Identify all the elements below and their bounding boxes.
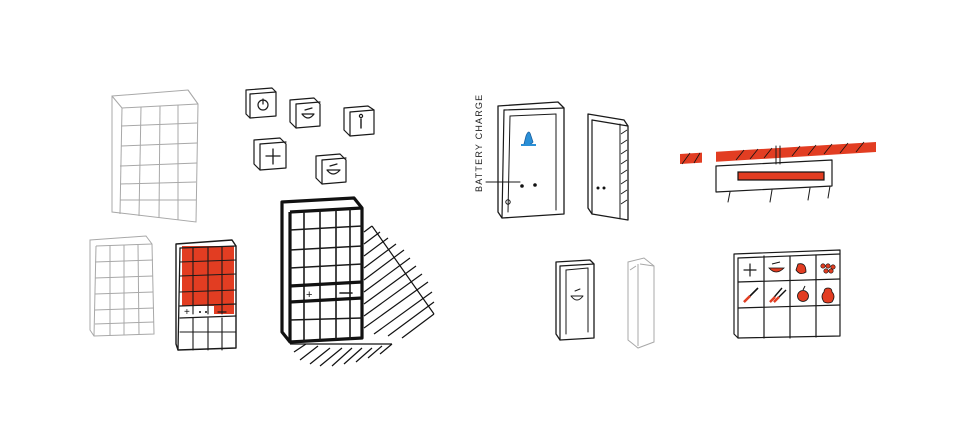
small-door-sketch	[555, 259, 595, 341]
red-cabinet: +	[175, 239, 237, 351]
drop-icon	[521, 131, 536, 146]
cube-icon-bowl	[289, 97, 321, 129]
bowl-icon	[768, 261, 785, 273]
grapes-icon	[820, 263, 836, 274]
battery-door-sketch: BATTERY CHARGE	[474, 94, 565, 219]
pencil-cabinet-small	[89, 235, 155, 337]
plus-icon	[743, 263, 757, 277]
bold-cabinet: +	[280, 196, 364, 344]
person-icon	[358, 113, 364, 129]
bowl-icon	[326, 163, 341, 175]
pepper-icon	[795, 263, 807, 274]
door-sketch	[587, 113, 629, 221]
plus-icon: +	[306, 289, 312, 301]
knives-icon	[769, 287, 787, 303]
plus-icon	[265, 148, 281, 165]
icon-grid-sketch	[733, 249, 841, 339]
red-shelf-section	[680, 141, 876, 203]
apple-icon	[797, 285, 809, 302]
battery-charge-label: BATTERY CHARGE	[474, 94, 484, 192]
pencil-panel	[627, 257, 655, 349]
pear-icon	[821, 287, 835, 304]
bold-cabinet-shadow	[290, 225, 435, 367]
bowl-icon	[301, 107, 315, 119]
cube-icon-bowl-2	[315, 153, 347, 185]
bowl-icon	[570, 288, 584, 301]
cube-icon-person	[343, 105, 375, 137]
pencil-cabinet-large	[111, 89, 199, 223]
power-icon	[257, 98, 269, 111]
cube-icon-power	[245, 87, 277, 119]
plus-icon: +	[184, 307, 190, 318]
cube-icon-plus	[253, 137, 287, 171]
knife-icon	[743, 287, 759, 303]
